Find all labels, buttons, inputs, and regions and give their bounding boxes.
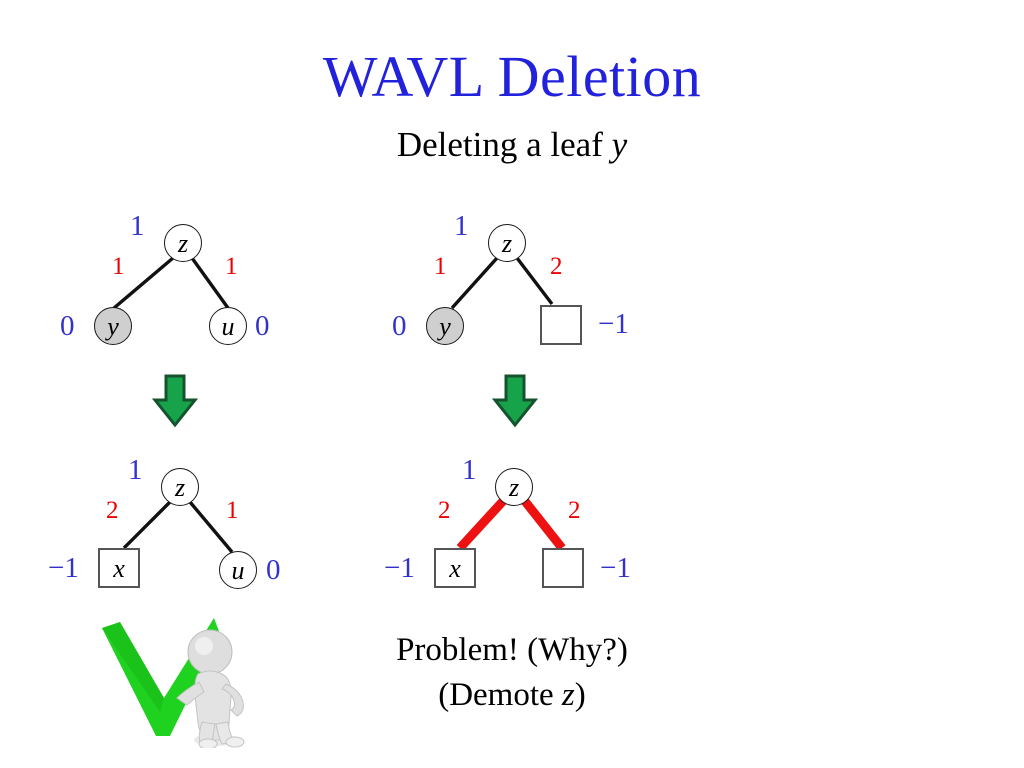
edge-label-right: 1 (225, 253, 238, 280)
node-right-child[interactable] (540, 305, 582, 345)
rank-root: 1 (454, 210, 469, 242)
node-root[interactable]: z (164, 224, 202, 262)
rank-root: 1 (130, 210, 145, 242)
node-root-label: z (501, 229, 513, 258)
rank-left-child: 0 (60, 310, 75, 342)
down-arrow-icon-right (491, 374, 539, 428)
tree-edges-top-left (112, 256, 230, 310)
page-title: WAVL Deletion (322, 44, 702, 109)
rank-root: 1 (462, 454, 477, 486)
node-left-child[interactable]: y (426, 307, 464, 345)
rank-right-child: −1 (600, 552, 631, 584)
caption-block: Problem! (Why?) (Demote z) (312, 628, 712, 718)
rank-root: 1 (128, 454, 143, 486)
tree-bottom-left: z 1 2 1 x −1 u 0 (40, 444, 340, 614)
node-right-child[interactable]: u (209, 307, 247, 345)
node-root-label: z (174, 473, 186, 502)
node-root-label: z (508, 473, 520, 502)
node-right-child[interactable]: u (219, 551, 257, 589)
caption-line-2-prefix: (Demote (438, 677, 562, 713)
node-root[interactable]: z (488, 224, 526, 262)
node-left-child-label: y (439, 312, 451, 341)
node-right-child[interactable] (542, 548, 584, 588)
node-left-child-label: x (449, 554, 461, 583)
tree-edges-top-right (450, 256, 554, 310)
tree-edges-bottom-left (122, 500, 234, 554)
caption-line-2: (Demote z) (312, 673, 712, 718)
edge-label-left: 1 (434, 253, 447, 280)
node-right-child-label: u (221, 312, 235, 341)
node-root[interactable]: z (495, 468, 533, 506)
edge-label-right: 1 (226, 497, 239, 524)
rank-right-child: 0 (266, 554, 281, 586)
green-checkmark-icon (98, 612, 258, 750)
node-left-child-label: y (107, 312, 119, 341)
caption-line-2-variable: z (561, 677, 575, 713)
rank-left-child: 0 (392, 310, 407, 342)
node-left-child[interactable]: x (98, 548, 140, 588)
edge-root-right (188, 500, 234, 554)
node-left-child-label: x (113, 554, 125, 583)
down-arrow-icon-left (151, 374, 199, 428)
edge-label-right: 2 (550, 253, 563, 280)
edge-root-left (122, 500, 172, 550)
subtitle: Deleting a leaf y (0, 124, 1024, 166)
tree-bottom-right: z 1 2 2 x −1 −1 (372, 444, 672, 614)
edge-root-right (515, 256, 554, 306)
edge-root-left (450, 256, 499, 310)
edge-label-left: 1 (112, 253, 125, 280)
rank-right-child: 0 (255, 310, 270, 342)
node-root-label: z (177, 229, 189, 258)
caption-line-2-suffix: ) (574, 677, 586, 713)
figure-shape (176, 629, 245, 750)
edge-root-right (520, 497, 566, 551)
edge-root-left (456, 496, 508, 552)
node-right-child-label: u (231, 556, 245, 585)
edge-root-left (112, 256, 175, 310)
edge-label-left: 2 (106, 497, 119, 524)
rank-left-child: −1 (48, 552, 79, 584)
edge-label-left: 2 (438, 497, 451, 524)
edge-label-right: 2 (568, 497, 581, 524)
edge-root-right (190, 257, 230, 309)
tree-top-right: z 1 1 2 y 0 −1 (372, 200, 672, 370)
node-root[interactable]: z (161, 468, 199, 506)
caption-line-1: Problem! (Why?) (396, 632, 628, 668)
node-left-child[interactable]: y (94, 307, 132, 345)
tree-edges-bottom-right (456, 496, 566, 552)
tree-top-left: z 1 1 1 y 0 u 0 (40, 200, 340, 370)
rank-right-child: −1 (598, 308, 629, 340)
rank-left-child: −1 (384, 552, 415, 584)
subtitle-variable: y (611, 125, 628, 164)
node-left-child[interactable]: x (434, 548, 476, 588)
subtitle-text: Deleting a leaf (396, 125, 612, 164)
